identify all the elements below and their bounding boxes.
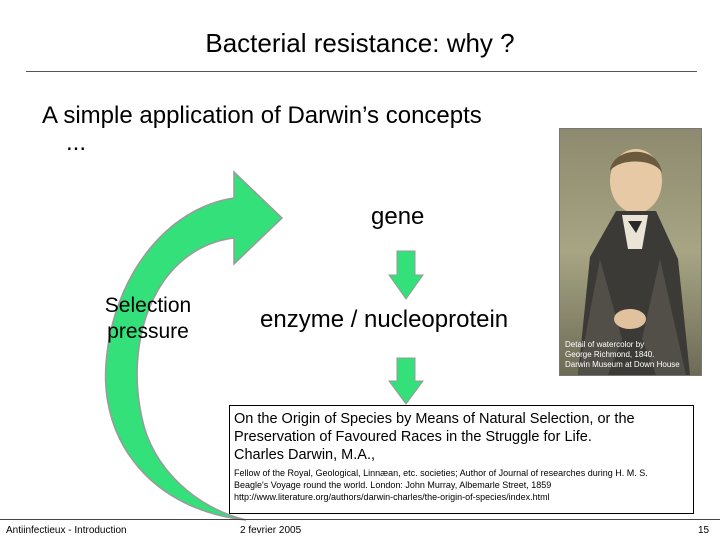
footer-course: Antiinfectieux - Introduction <box>6 525 127 536</box>
subtitle-ellipsis: ... <box>66 129 87 156</box>
citation-title: On the Origin of Species by Means of Nat… <box>234 410 685 464</box>
caption-line: Detail of watercolor by <box>565 340 645 349</box>
caption-line: George Richmond, 1840. <box>565 350 655 359</box>
citation-url: http://www.literature.org/authors/darwin… <box>234 492 550 502</box>
selection-pressure-label: Selection pressure <box>104 294 192 343</box>
slide-title: Bacterial resistance: why ? <box>205 28 515 58</box>
portrait-caption: Detail of watercolor by George Richmond,… <box>565 340 680 370</box>
footer-divider <box>0 519 720 520</box>
enzyme-label: enzyme / nucleoprotein <box>260 306 509 333</box>
citation-box: On the Origin of Species by Means of Nat… <box>229 405 694 514</box>
down-arrow-icon <box>388 357 424 405</box>
citation-line: Preservation of Favoured Races in the St… <box>234 429 592 445</box>
slide-subtitle: A simple application of Darwin’s concept… <box>42 102 482 129</box>
page-number: 15 <box>698 525 710 536</box>
footer-date: 2 fevrier 2005 <box>240 525 302 536</box>
caption-line: Darwin Museum at Down House <box>565 360 680 369</box>
title-divider <box>26 71 697 72</box>
gene-label: gene <box>371 203 425 230</box>
citation-detail-line: Beagle's Voyage round the world. London:… <box>234 480 552 490</box>
citation-detail-line: Fellow of the Royal, Geological, Linnæan… <box>234 468 648 478</box>
citation-line: On the Origin of Species by Means of Nat… <box>234 411 635 427</box>
citation-details: Fellow of the Royal, Geological, Linnæan… <box>234 467 685 503</box>
citation-line: Charles Darwin, M.A., <box>234 447 376 463</box>
down-arrow-icon <box>388 250 424 300</box>
darwin-portrait-icon <box>559 128 702 376</box>
